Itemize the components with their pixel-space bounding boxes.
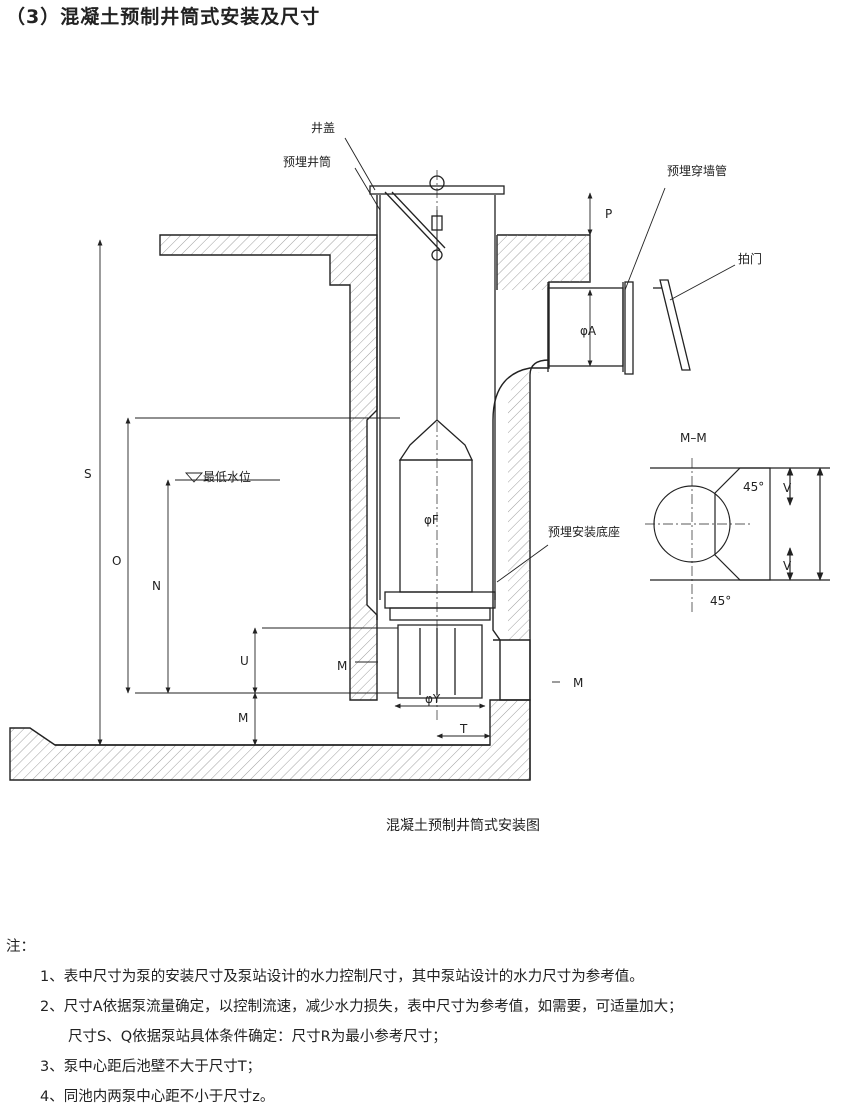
dim-o: O — [112, 554, 121, 568]
bottom-slab — [9, 699, 531, 781]
dim-v-top: V — [783, 481, 792, 495]
dim-phi-f: φF — [424, 513, 439, 527]
label-shaft: 预埋井筒 — [283, 154, 331, 169]
note-item: 1、表中尺寸为泵的安装尺寸及泵站设计的水力控制尺寸，其中泵站设计的水力尺寸为参考… — [40, 969, 644, 985]
right-wall-upper — [492, 234, 591, 701]
note-item: 3、泵中心距后池壁不大于尺寸T； — [40, 1059, 262, 1075]
angle-bottom: 45° — [710, 594, 731, 608]
label-cover: 井盖 — [311, 121, 335, 135]
label-water-level: 最低水位 — [203, 469, 251, 484]
dim-t: T — [459, 722, 468, 736]
angle-top: 45° — [743, 480, 764, 494]
dim-phi-a: φA — [580, 324, 597, 338]
dim-v-bottom: V — [783, 559, 792, 573]
dim-n: N — [152, 579, 161, 593]
section-mark-right: M — [573, 676, 583, 690]
pump — [384, 419, 496, 699]
installation-drawing: 井盖 预埋井筒 预埋穿墙管 拍门 预埋安装底座 最低水位 M–M P φA S … — [9, 121, 830, 781]
right-wall-hatch — [497, 235, 590, 640]
dim-s: S — [84, 467, 92, 481]
dim-u: U — [240, 654, 249, 668]
dim-m: M — [238, 711, 248, 725]
label-base: 预埋安装底座 — [548, 524, 620, 539]
page-title: （3）混凝土预制井筒式安装及尺寸 — [6, 6, 321, 28]
label-flap: 拍门 — [738, 251, 762, 266]
note-item: 2、尺寸A依据泵流量确定，以控制流速，减少水力损失，表中尺寸为参考值，如需要，可… — [40, 999, 683, 1015]
note-item: 4、同池内两泵中心距不小于尺寸z。 — [40, 1089, 275, 1105]
label-wall-pipe: 预埋穿墙管 — [667, 163, 727, 178]
dim-phi-y: φY — [425, 692, 441, 706]
section-mm — [645, 458, 830, 615]
section-mark-left: M — [337, 659, 347, 673]
note-item: 尺寸S、Q依据泵站具体条件确定：尺寸R为最小参考尺寸； — [68, 1029, 447, 1045]
flap-gate — [659, 279, 691, 371]
notes-head: 注： — [6, 939, 35, 955]
notes-section: 注： 1、表中尺寸为泵的安装尺寸及泵站设计的水力控制尺寸，其中泵站设计的水力尺寸… — [6, 932, 683, 1112]
label-section: M–M — [680, 431, 707, 445]
left-wall — [159, 234, 378, 701]
dim-p: P — [605, 207, 612, 221]
drawing-caption: 混凝土预制井筒式安装图 — [386, 818, 540, 834]
